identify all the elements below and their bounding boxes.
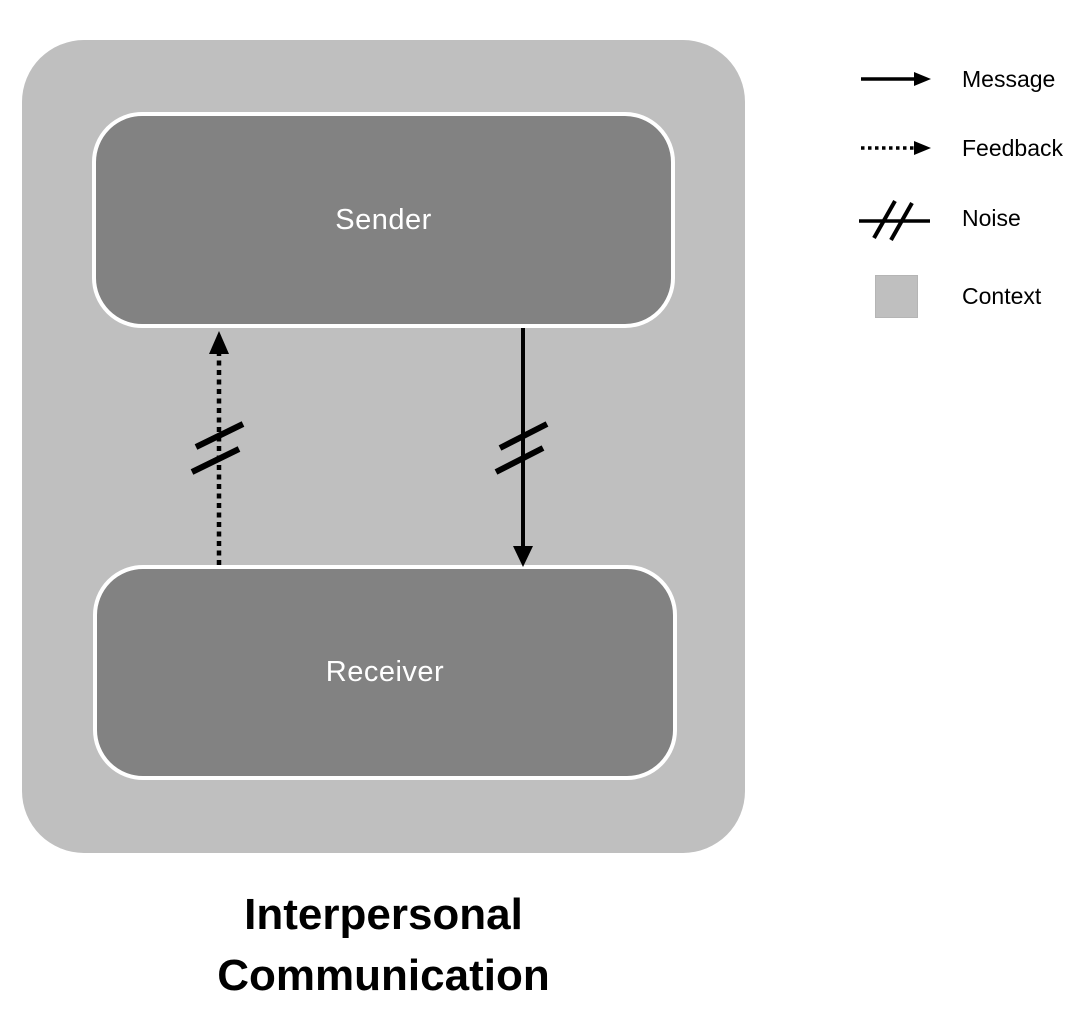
feedback-arrow-icon xyxy=(858,124,938,172)
legend-item-context: Context xyxy=(858,274,1041,318)
legend-label-context: Context xyxy=(962,282,1042,309)
receiver-label: Receiver xyxy=(325,656,445,688)
legend: Message Feedback Noise xyxy=(858,0,1074,340)
sender-label: Sender xyxy=(335,203,432,236)
diagram-title: Interpersonal Communication xyxy=(217,890,550,1000)
legend-label-message: Message xyxy=(962,65,1056,92)
context-swatch-icon xyxy=(858,272,938,320)
legend-item-feedback: Feedback xyxy=(858,126,1063,170)
legend-item-message: Message xyxy=(858,57,1055,101)
legend-item-noise: Noise xyxy=(858,194,1021,242)
noise-icon xyxy=(858,194,938,242)
message-arrow-icon xyxy=(858,55,938,103)
legend-label-noise: Noise xyxy=(962,204,1021,231)
legend-label-feedback: Feedback xyxy=(962,134,1064,161)
sender-box: Sender xyxy=(92,112,675,328)
receiver-box: Receiver xyxy=(93,565,677,780)
